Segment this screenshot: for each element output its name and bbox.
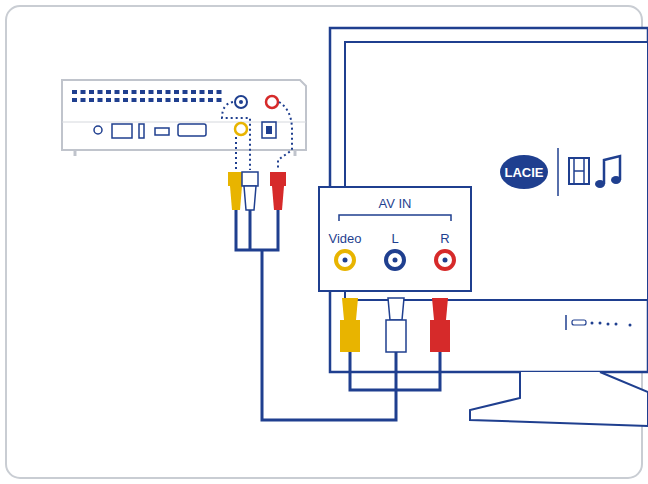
panel-heading: AV IN (379, 196, 412, 211)
jack-label: L (391, 231, 398, 246)
brand-logo: LACIE (505, 165, 544, 180)
rca-plugs-top (228, 172, 286, 210)
rca-plugs-bottom (340, 298, 450, 352)
jack-label: R (440, 231, 449, 246)
media-player (62, 80, 306, 156)
jack-label: Video (328, 231, 361, 246)
av-input-panel: AV IN Video L R (318, 186, 472, 292)
